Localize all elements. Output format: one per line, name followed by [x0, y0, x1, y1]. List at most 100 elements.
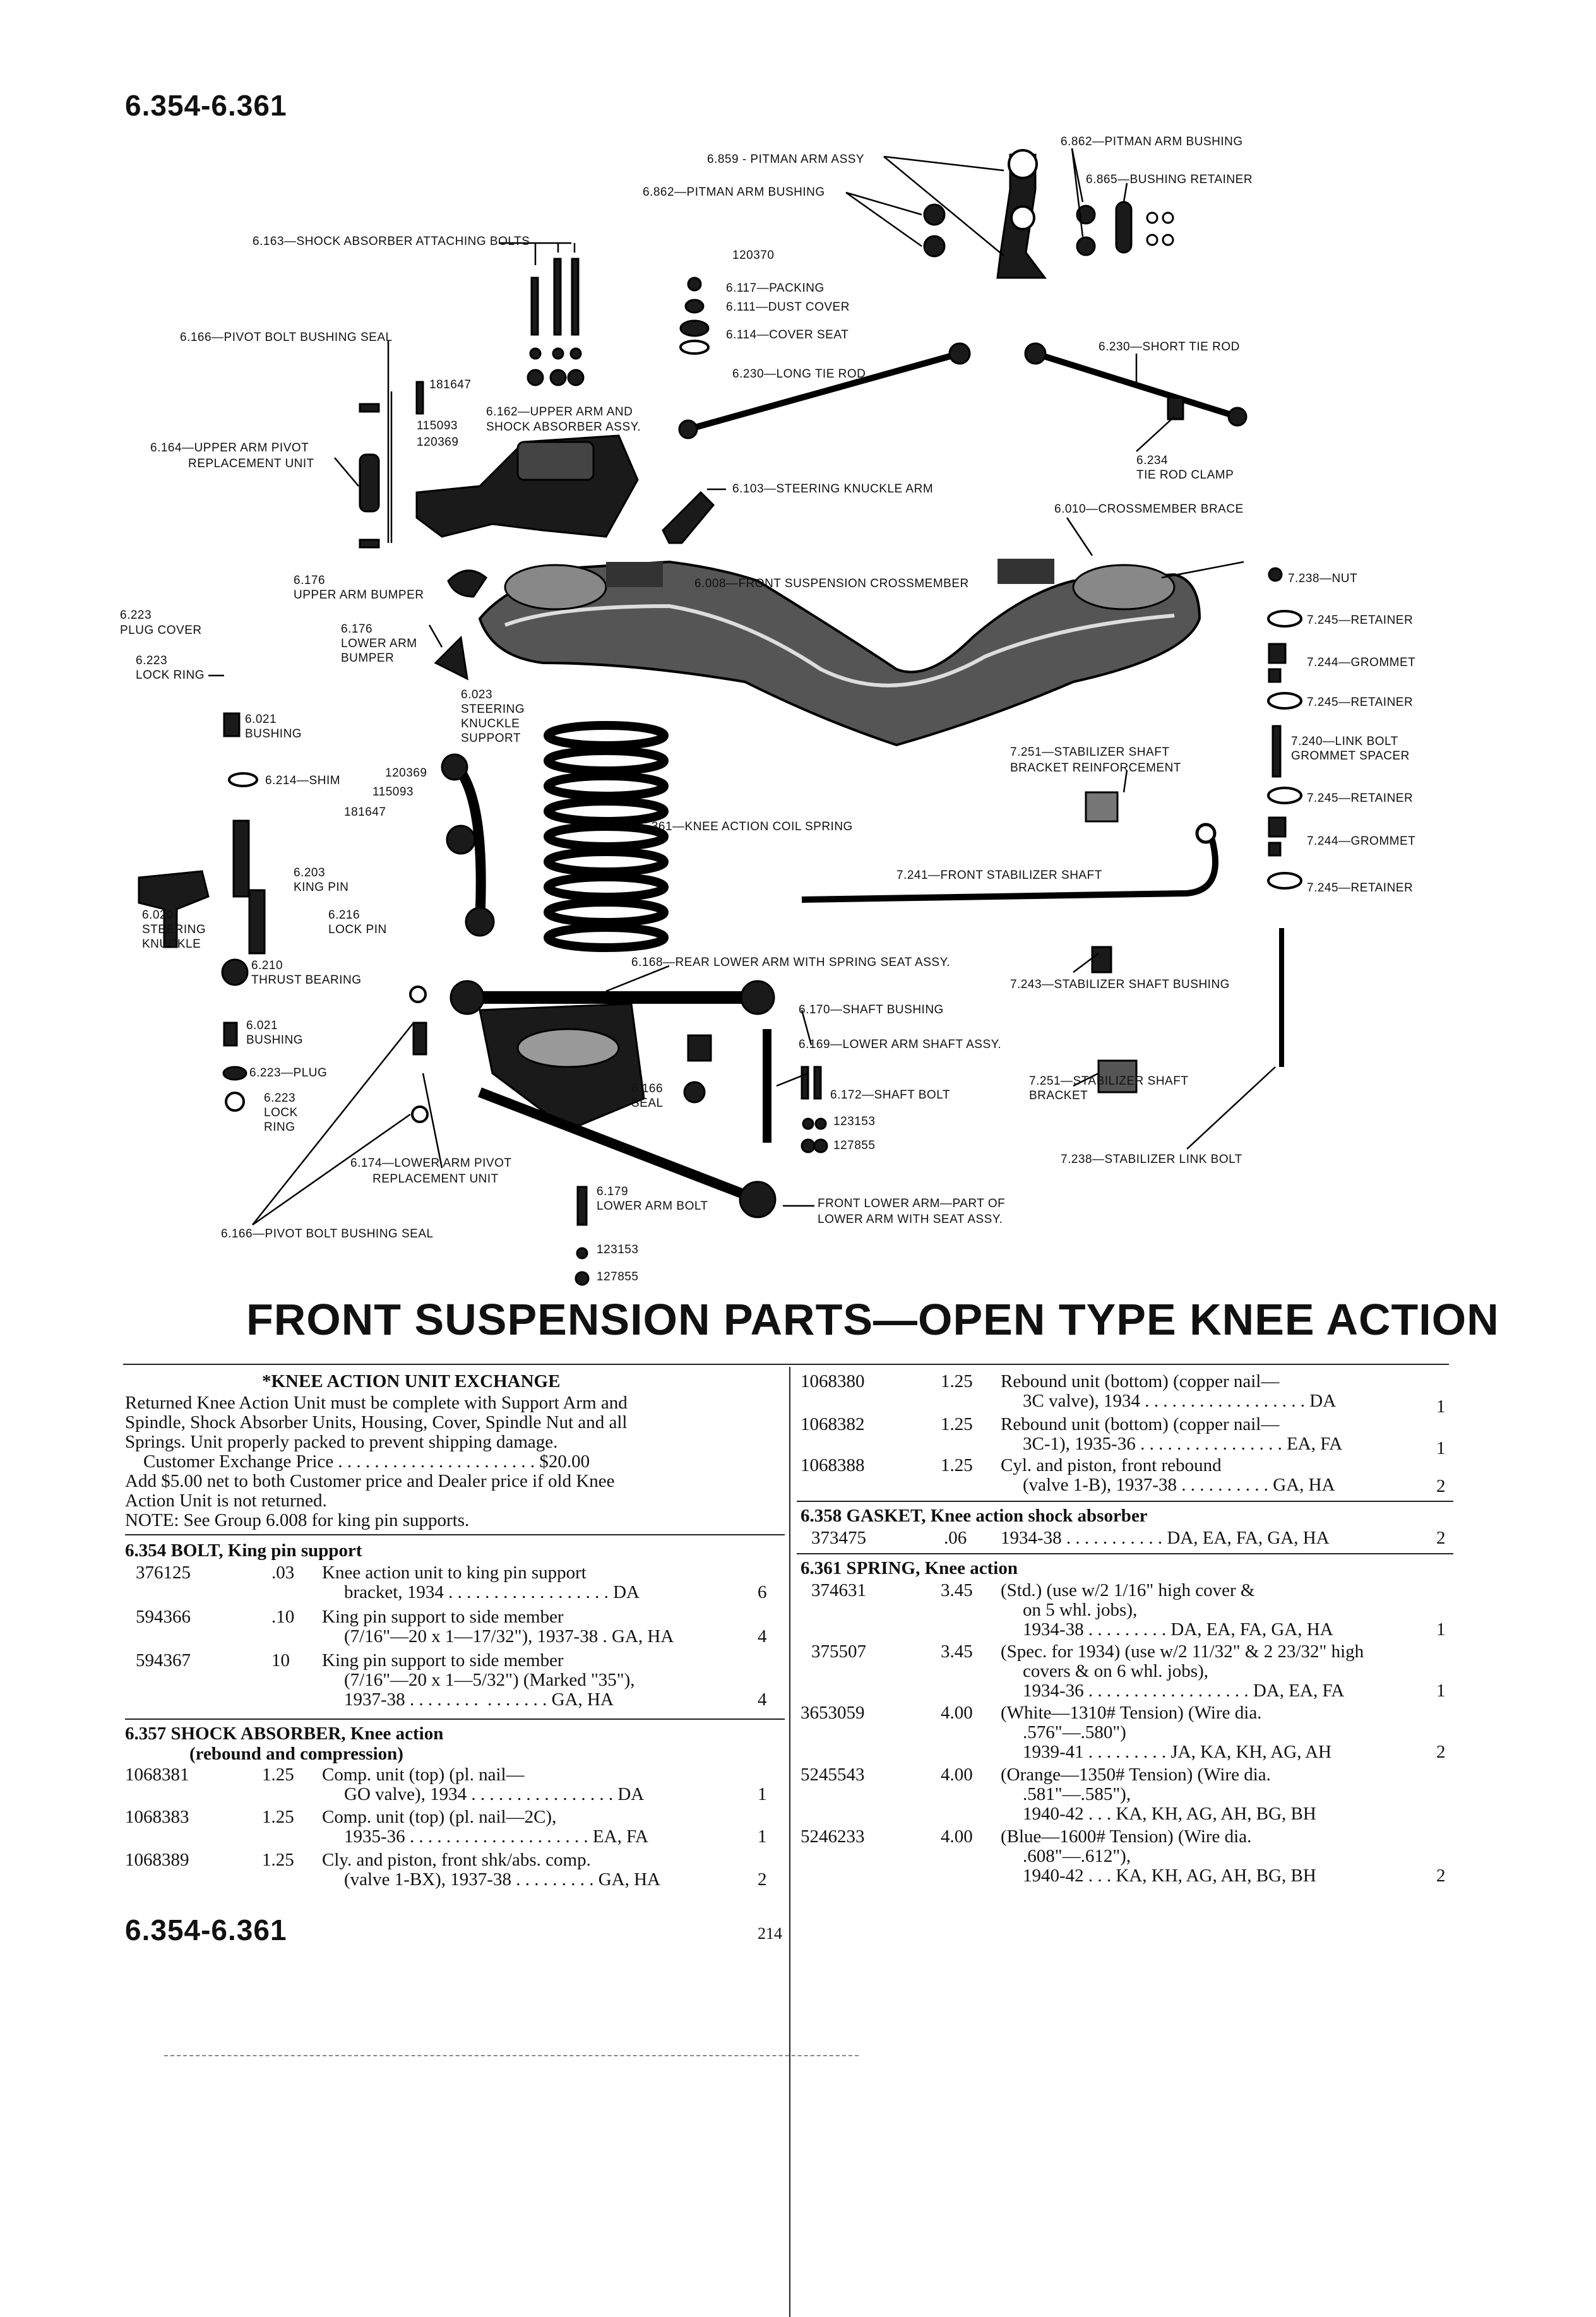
quantity: 2 [1436, 1742, 1446, 1762]
label-120370: 120370 [732, 249, 774, 262]
price: 3.45 [941, 1641, 973, 1662]
description: GO valve), 1934 . . . . . . . . . . . . … [344, 1784, 645, 1804]
part-number: 594367 [136, 1650, 191, 1671]
label-6-214: 6.214—SHIM [265, 774, 340, 787]
exchange-line: Springs. Unit properly packed to prevent… [125, 1432, 558, 1452]
price: 3.45 [941, 1580, 973, 1600]
part-number: 376125 [136, 1563, 191, 1583]
label-6-162-line1: 6.162—UPPER ARM AND [486, 405, 633, 419]
label-6-203-line2: KING PIN [294, 881, 348, 894]
label-115093-mid: 115093 [372, 785, 414, 799]
description: Cyl. and piston, front rebound [1001, 1455, 1222, 1475]
description: Comp. unit (top) (pl. nail— [322, 1765, 525, 1785]
diagram-leader-lines [208, 148, 1276, 1226]
quantity: 1 [1436, 1619, 1446, 1640]
label-7-244-a: 7.244—GROMMET [1307, 656, 1415, 669]
section-6-354: 6.354 BOLT, King pin support [125, 1540, 362, 1561]
label-6-023-line4: SUPPORT [461, 732, 521, 745]
exchange-line: NOTE: See Group 6.008 for king pin suppo… [125, 1510, 470, 1530]
price: 4.00 [941, 1826, 973, 1847]
price: 1.25 [262, 1807, 294, 1827]
quantity: 4 [758, 1689, 767, 1710]
label-6-164-line2: REPLACEMENT UNIT [188, 457, 314, 470]
label-6-021-top-line1: 6.021 [245, 713, 277, 726]
price: .06 [944, 1528, 967, 1548]
quantity: 1 [1436, 1438, 1446, 1458]
label-6-223-lock-line2: LOCK [264, 1106, 298, 1119]
label-6-103: 6.103—STEERING KNUCKLE ARM [732, 482, 933, 496]
rule-6357 [125, 1718, 785, 1720]
description: 1934-36 . . . . . . . . . . . . . . . . … [1023, 1681, 1345, 1701]
label-6-023-line3: KNUCKLE [461, 717, 520, 730]
label-7-251-reinf-line2: BRACKET REINFORCEMENT [1010, 761, 1181, 775]
label-6-010: 6.010—CROSSMEMBER BRACE [1054, 503, 1244, 516]
description: 3C-1), 1935-36 . . . . . . . . . . . . .… [1023, 1434, 1343, 1454]
exchange-text: Returned Knee Action Unit must be comple… [125, 1393, 782, 1530]
label-6-020-line2: STEERING [142, 923, 206, 936]
description: (Std.) (use w/2 1/16" high cover & [1001, 1580, 1255, 1600]
rule-6358 [797, 1501, 1453, 1502]
label-6-223-plug-cover-line1: 6.223 [120, 609, 152, 622]
label-115093-top: 115093 [417, 419, 458, 432]
description: 1934-38 . . . . . . . . . DA, EA, FA, GA… [1023, 1619, 1333, 1640]
label-7-238-nut: 7.238—NUT [1288, 572, 1357, 585]
label-6-021-bottom-line2: BUSHING [246, 1033, 303, 1047]
label-7-241: 7.241—FRONT STABILIZER SHAFT [896, 869, 1102, 882]
label-7-238-link-bolt: 7.238—STABILIZER LINK BOLT [1061, 1153, 1242, 1166]
description: 1940-42 . . . KA, KH, AG, AH, BG, BH [1023, 1866, 1316, 1886]
label-7-245-d: 7.245—RETAINER [1307, 881, 1413, 895]
label-6-168: 6.168—REAR LOWER ARM WITH SPRING SEAT AS… [631, 956, 950, 969]
label-6-223-plug: 6.223—PLUG [249, 1066, 327, 1080]
section-6-358: 6.358 GASKET, Knee action shock absorber [801, 1506, 1148, 1526]
part-number: 1068389 [125, 1850, 189, 1870]
label-6-166-seal-line1: 6.166 [631, 1082, 663, 1095]
part-number: 375507 [811, 1641, 866, 1662]
description: King pin support to side member [322, 1607, 564, 1627]
label-6-166-bottom: 6.166—PIVOT BOLT BUSHING SEAL [221, 1227, 434, 1241]
description: (Blue—1600# Tension) (Wire dia. [1001, 1826, 1252, 1847]
exchange-heading: *KNEE ACTION UNIT EXCHANGE [262, 1371, 561, 1391]
exchange-line: Spindle, Shock Absorber Units, Housing, … [125, 1412, 628, 1432]
description: (White—1310# Tension) (Wire dia. [1001, 1703, 1262, 1723]
quantity: 4 [758, 1626, 767, 1647]
label-6-117: 6.117—PACKING [726, 282, 825, 295]
quantity: 1 [758, 1826, 767, 1847]
exchange-line: Customer Exchange Price . . . . . . . . … [125, 1451, 590, 1472]
rule-6361 [797, 1553, 1453, 1554]
quantity: 1 [758, 1784, 767, 1804]
label-6-008: 6.008—FRONT SUSPENSION CROSSMEMBER [694, 577, 969, 590]
label-181647-top: 181647 [429, 378, 471, 391]
label-6-230-long: 6.230—LONG TIE ROD [732, 367, 866, 381]
description: .576"—.580") [1023, 1722, 1126, 1742]
description: 1934-38 . . . . . . . . . . . DA, EA, FA… [1001, 1528, 1330, 1548]
label-6-859: 6.859 - PITMAN ARM ASSY [707, 153, 864, 166]
description: 1935-36 . . . . . . . . . . . . . . . . … [344, 1826, 648, 1847]
label-6-176-lower-line3: BUMPER [341, 652, 394, 665]
quantity: 6 [758, 1582, 767, 1602]
label-7-251-bracket-line2: BRACKET [1029, 1089, 1088, 1102]
label-6-210-line1: 6.210 [251, 959, 283, 972]
label-front-lower-arm-line2: LOWER ARM WITH SEAT ASSY. [818, 1213, 1003, 1226]
label-6-021-bottom-line1: 6.021 [246, 1019, 278, 1032]
description: (7/16"—20 x 1—17/32"), 1937-38 . GA, HA [344, 1626, 674, 1647]
label-6-176-lower-line1: 6.176 [341, 622, 372, 636]
part-number: 5246233 [801, 1826, 865, 1847]
price: 1.25 [941, 1414, 973, 1434]
part-number: 594366 [136, 1607, 191, 1627]
description: (Orange—1350# Tension) (Wire dia. [1001, 1765, 1271, 1785]
description: Rebound unit (bottom) (copper nail— [1001, 1414, 1280, 1434]
rule-6354 [125, 1534, 785, 1535]
quantity: 2 [1436, 1528, 1446, 1548]
part-number: 1068388 [801, 1455, 865, 1475]
label-6-176-upper-line2: UPPER ARM BUMPER [294, 588, 424, 602]
description: on 5 whl. jobs), [1023, 1600, 1138, 1620]
part-number: 1068382 [801, 1414, 865, 1434]
price: 10 [271, 1650, 290, 1671]
coil-spring-drawing [544, 721, 669, 952]
label-127855-mid: 127855 [833, 1139, 875, 1152]
section-6-357: 6.357 SHOCK ABSORBER, Knee action [125, 1724, 444, 1744]
description: bracket, 1934 . . . . . . . . . . . . . … [344, 1582, 640, 1602]
description: 3C valve), 1934 . . . . . . . . . . . . … [1023, 1391, 1337, 1411]
label-6-164-line1: 6.164—UPPER ARM PIVOT [150, 441, 309, 455]
description: Rebound unit (bottom) (copper nail— [1001, 1371, 1280, 1391]
